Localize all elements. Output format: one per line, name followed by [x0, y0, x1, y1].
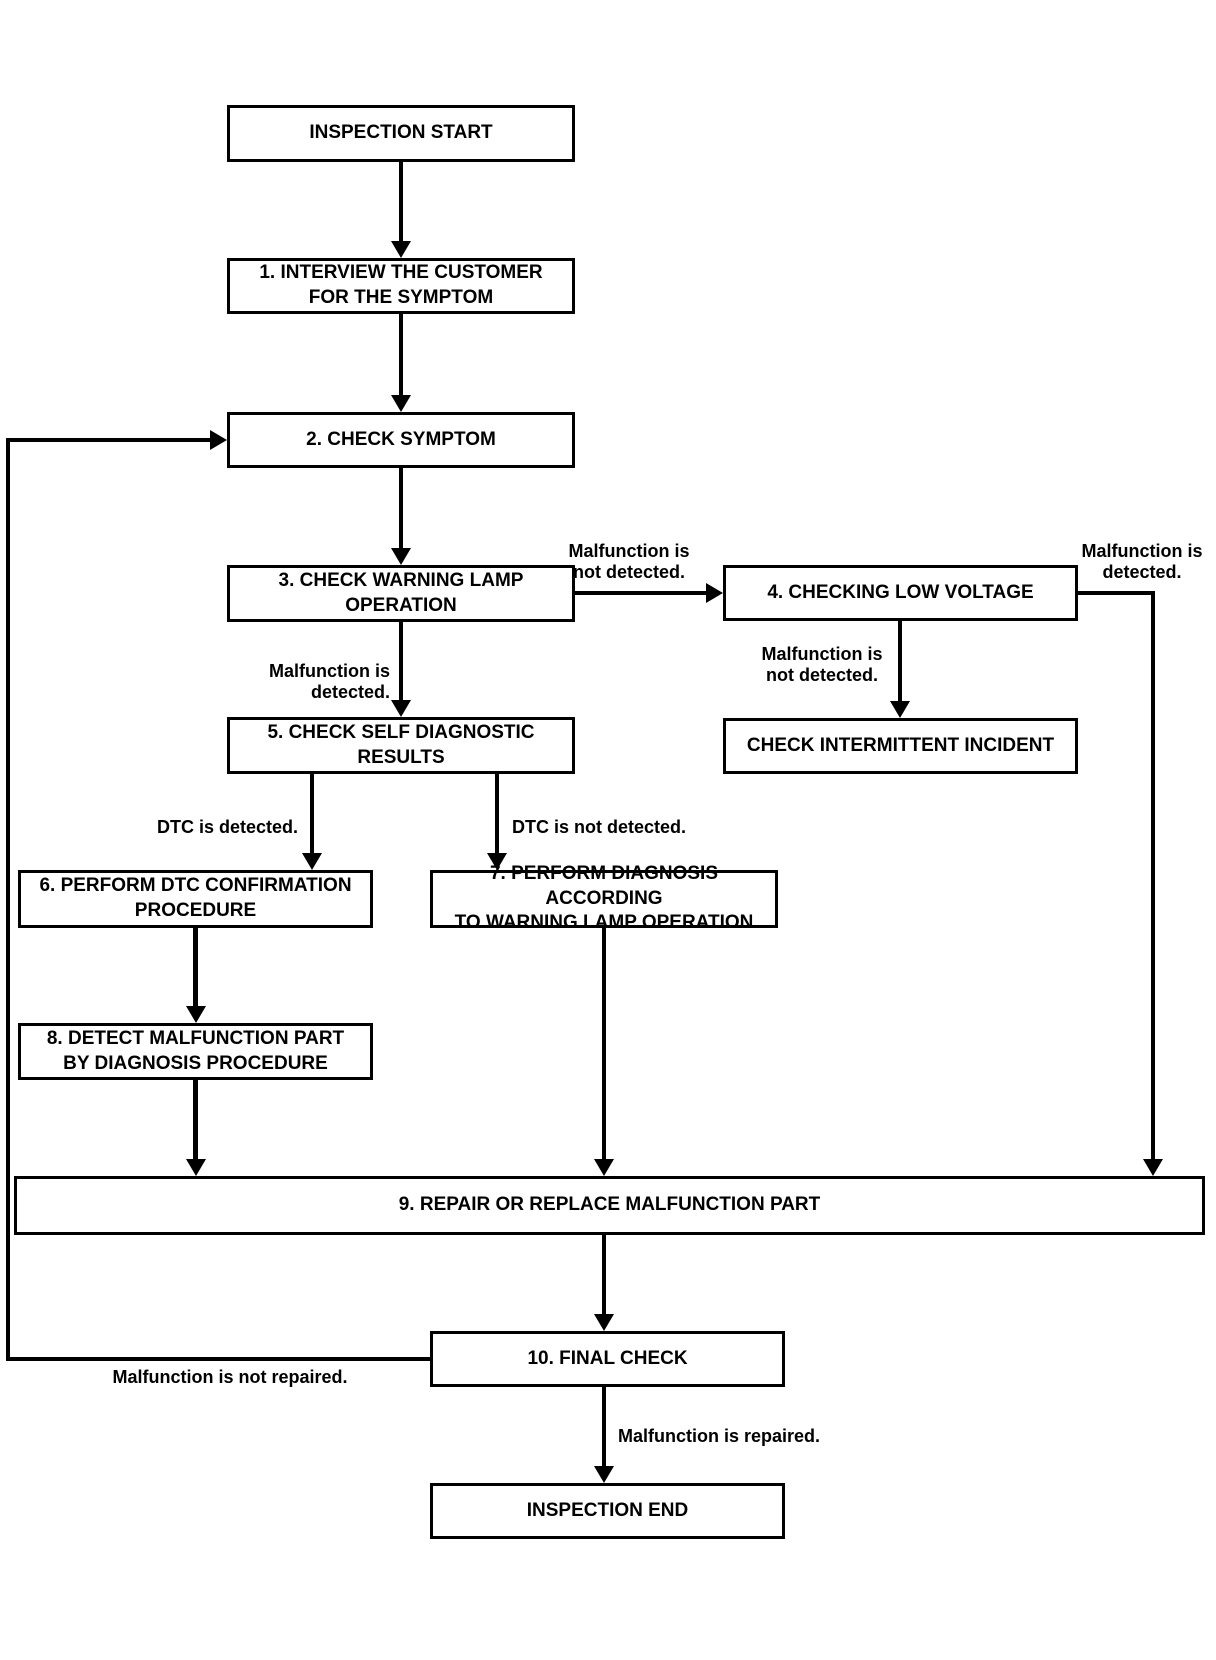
edge-step1-to-step2-arrowhead: [391, 395, 411, 412]
edge-start-to-step1-arrowhead: [391, 241, 411, 258]
edge-step8-to-step9-arrowhead: [186, 1159, 206, 1176]
node-step3-check-warning-lamp: 3. CHECK WARNING LAMP OPERATION: [227, 565, 575, 622]
edge-step5-to-step7-arrowhead: [487, 853, 507, 870]
edge-step4-to-step9-vertical-line: [1151, 591, 1155, 1162]
edge-step2-to-step3-arrowhead: [391, 548, 411, 565]
edge-step3-to-step4-line: [575, 591, 709, 595]
edge-step3-to-step4-arrowhead: [706, 583, 723, 603]
label-lamp-malfunction-not-detected: Malfunction is not detected.: [568, 541, 690, 583]
edge-start-to-step1-line: [399, 162, 403, 244]
edge-step5-to-step7-line: [495, 774, 499, 856]
edge-loop-top-horizontal-line: [6, 438, 211, 442]
node-step9-repair-or-replace: 9. REPAIR OR REPLACE MALFUNCTION PART: [14, 1176, 1205, 1235]
edge-loop-to-step2-arrowhead: [210, 430, 227, 450]
edge-loop-bottom-horizontal-line: [6, 1357, 430, 1361]
edge-step3-to-step5-arrowhead: [391, 700, 411, 717]
edge-step1-to-step2-line: [399, 314, 403, 398]
node-step8-detect-malfunction-part: 8. DETECT MALFUNCTION PART BY DIAGNOSIS …: [18, 1023, 373, 1080]
edge-step4-to-intermittent-arrowhead: [890, 701, 910, 718]
edge-step4-to-step9-horizontal-line: [1078, 591, 1155, 595]
edge-step6-to-step8-arrowhead: [186, 1006, 206, 1023]
edge-step10-to-end-arrowhead: [594, 1466, 614, 1483]
label-low-voltage-malfunction-detected: Malfunction is detected.: [1081, 541, 1203, 583]
node-step7-diagnosis-warning-lamp: 7. PERFORM DIAGNOSIS ACCORDING TO WARNIN…: [430, 863, 778, 933]
edge-step4-to-step9-arrowhead: [1143, 1159, 1163, 1176]
node-step6-dtc-confirmation: 6. PERFORM DTC CONFIRMATION PROCEDURE: [18, 870, 373, 928]
edge-step10-to-end-line: [602, 1387, 606, 1469]
label-dtc-not-detected: DTC is not detected.: [512, 817, 687, 837]
edge-step7-to-step9-line: [602, 928, 606, 1162]
edge-step5-to-step6-line: [310, 774, 314, 856]
node-inspection-start: INSPECTION START: [227, 105, 575, 162]
edge-step2-to-step3-line: [399, 468, 403, 551]
node-step4-checking-low-voltage: 4. CHECKING LOW VOLTAGE: [723, 565, 1078, 621]
node-inspection-end: INSPECTION END: [430, 1483, 785, 1539]
edge-step6-to-step8-line: [193, 928, 198, 1009]
label-malfunction-not-repaired: Malfunction is not repaired.: [112, 1367, 348, 1387]
node-check-intermittent-incident: CHECK INTERMITTENT INCIDENT: [723, 718, 1078, 774]
node-step1-interview-customer: 1. INTERVIEW THE CUSTOMER FOR THE SYMPTO…: [227, 258, 575, 314]
edge-step9-to-step10-arrowhead: [594, 1314, 614, 1331]
node-step2-check-symptom: 2. CHECK SYMPTOM: [227, 412, 575, 468]
node-step5-check-self-diagnostic: 5. CHECK SELF DIAGNOSTIC RESULTS: [227, 717, 575, 774]
label-malfunction-repaired: Malfunction is repaired.: [618, 1426, 821, 1446]
node-step10-final-check: 10. FINAL CHECK: [430, 1331, 785, 1387]
edge-step4-to-intermittent-line: [898, 621, 902, 704]
edge-step3-to-step5-line: [399, 622, 403, 703]
edge-step8-to-step9-line: [193, 1080, 198, 1162]
label-lamp-malfunction-detected: Malfunction is detected.: [269, 661, 390, 703]
edge-loop-vertical-line: [6, 438, 10, 1361]
label-low-voltage-malfunction-not-detected: Malfunction is not detected.: [761, 644, 883, 686]
edge-step7-to-step9-arrowhead: [594, 1159, 614, 1176]
edge-step9-to-step10-line: [602, 1235, 606, 1317]
edge-step5-to-step6-arrowhead: [302, 853, 322, 870]
label-dtc-detected: DTC is detected.: [156, 817, 298, 837]
